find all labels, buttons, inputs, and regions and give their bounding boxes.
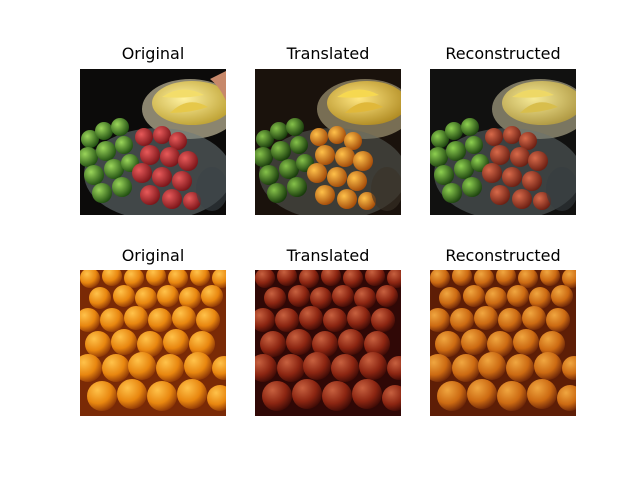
oranges-original-image [80,270,226,416]
fruit-bowls-original-image [80,69,226,215]
panel-title-r1-original: Original [121,44,185,63]
panel-title-r2-translated: Translated [286,246,370,265]
oranges-translated-image [255,270,401,416]
image-r2-translated [255,270,401,416]
fruit-bowls-translated-image [255,69,401,215]
image-r2-reconstructed [430,270,576,416]
oranges-reconstructed-image [430,270,576,416]
image-r1-translated [255,69,401,215]
panel-title-r1-translated: Translated [286,44,370,63]
fruit-bowls-reconstructed-image [430,69,576,215]
image-r1-original [80,69,226,215]
panel-title-r1-reconstructed: Reconstructed [445,44,561,63]
panel-title-r2-original: Original [121,246,185,265]
panel-title-r2-reconstructed: Reconstructed [445,246,561,265]
image-r1-reconstructed [430,69,576,215]
image-r2-original [80,270,226,416]
